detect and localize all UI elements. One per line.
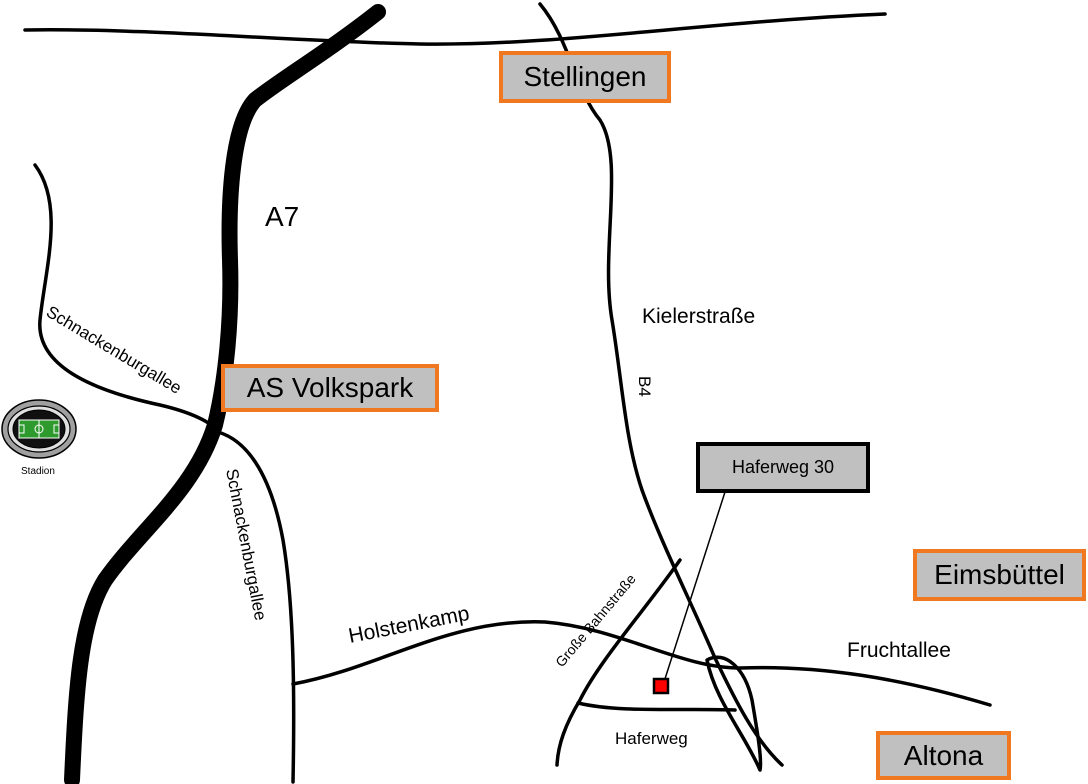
road-schnackenburgallee-upper bbox=[33, 163, 220, 434]
label-schnackenburgallee-lower: Schnackenburgallee bbox=[222, 467, 270, 622]
road-holstenkamp bbox=[291, 620, 992, 707]
location-marker-icon bbox=[652, 677, 670, 695]
stadium-label: Stadion bbox=[21, 466, 55, 477]
label-b4: B4 bbox=[635, 376, 654, 397]
label-holstenkamp: Holstenkamp bbox=[347, 602, 472, 648]
label-grosse-bahnstrasse: Große Bahnstraße bbox=[552, 571, 639, 670]
road-kielerstrasse bbox=[538, 2, 784, 767]
label-a7: A7 bbox=[265, 201, 299, 232]
label-fruchtallee: Fruchtallee bbox=[847, 639, 951, 662]
road-junction-loop bbox=[705, 655, 763, 772]
district-as-volkspark: AS Volkspark bbox=[221, 364, 439, 412]
road-top bbox=[23, 12, 887, 46]
district-altona: Altona bbox=[876, 731, 1011, 780]
road-grosse-bahnstrasse bbox=[555, 558, 682, 767]
destination-callout: Haferweg 30 bbox=[696, 442, 870, 493]
label-schnackenburgallee-upper: Schnackenburgallee bbox=[43, 302, 185, 398]
label-kielerstrasse: Kielerstraße bbox=[642, 305, 755, 328]
stadium-icon bbox=[1, 399, 77, 459]
district-stellingen: Stellingen bbox=[499, 51, 671, 103]
callout-leader-line bbox=[662, 491, 726, 686]
road-haferweg bbox=[576, 701, 737, 712]
road-schnackenburgallee-lower bbox=[216, 430, 296, 784]
district-eimsbuettel: Eimsbüttel bbox=[913, 549, 1086, 601]
label-haferweg: Haferweg bbox=[615, 729, 688, 748]
